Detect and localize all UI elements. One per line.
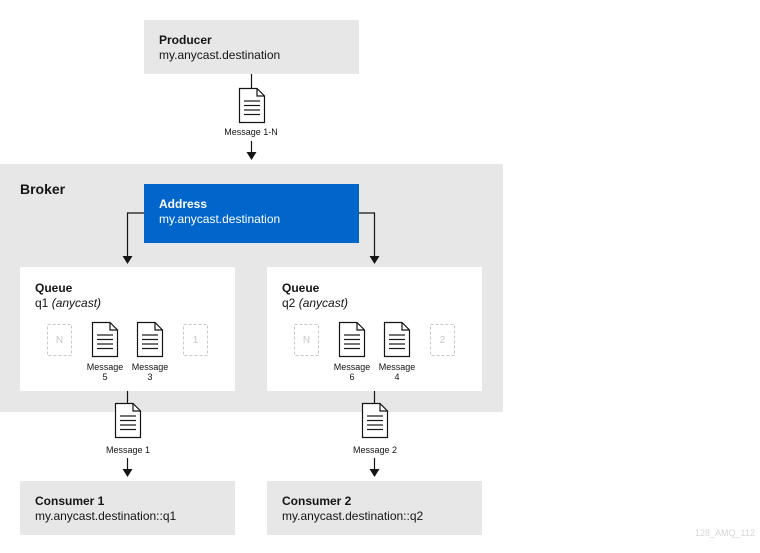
queue2-name-line: q2 (anycast)	[282, 296, 348, 310]
queue1-message-5-icon	[91, 321, 119, 358]
consumer2-arrowhead	[369, 469, 380, 477]
queue1-message-5-number: 5	[102, 372, 108, 382]
queue1-name-line: q1 (anycast)	[35, 296, 101, 310]
address-to-queue2-arrowhead	[369, 256, 380, 264]
queue2-placeholder-n	[294, 324, 319, 356]
producer-address: my.anycast.destination	[159, 48, 281, 62]
address-to-queue1-arrowhead	[122, 256, 133, 264]
queue1-message-3-icon	[136, 321, 164, 358]
queue2-message-4-word: Message	[378, 362, 416, 372]
queue1-title: Queue	[35, 281, 73, 295]
address-to-queue2-line	[359, 212, 376, 256]
consumer2-box: Consumer 2 my.anycast.destination::q2	[267, 481, 482, 535]
consumer1-message-label: Message 1	[105, 445, 151, 455]
consumer2-address: my.anycast.destination::q2	[282, 509, 424, 523]
queue1-message-3-word: Message	[131, 362, 169, 372]
queue2-message-4-number: 4	[394, 372, 400, 382]
queue2-name: q2	[282, 296, 296, 310]
queue2-message-4-icon	[383, 321, 411, 358]
queue2-title: Queue	[282, 281, 320, 295]
queue2-placeholder-2-text: 2	[440, 335, 446, 346]
queue2-message-4-label: Message 4	[375, 362, 419, 382]
figure-watermark: 128_AMQ_112	[695, 528, 755, 538]
queue1-placeholder-n-text: N	[56, 335, 63, 346]
queue1-box: Queue q1 (anycast) Message 5 Message 3	[20, 267, 235, 391]
queue1-placeholder-1	[183, 324, 208, 356]
queue2-placeholder-n-text: N	[303, 335, 310, 346]
queue2-message-6-label: Message 6	[330, 362, 374, 382]
consumer2-message-label: Message 2	[352, 445, 398, 455]
consumer1-title: Consumer 1	[35, 494, 105, 508]
queue1-message-5-label: Message 5	[83, 362, 127, 382]
consumer1-box: Consumer 1 my.anycast.destination::q1	[20, 481, 235, 535]
queue1-placeholder-n	[47, 324, 72, 356]
consumer1-address: my.anycast.destination::q1	[35, 509, 177, 523]
broker-label: Broker	[20, 181, 66, 197]
queue1-placeholder-1-text: 1	[193, 335, 199, 346]
address-box: Address my.anycast.destination	[144, 184, 359, 243]
queue1-routing-type: (anycast)	[51, 296, 102, 310]
queue2-placeholder-2	[430, 324, 455, 356]
producer-box: Producer my.anycast.destination	[144, 20, 359, 74]
queue2-message-6-number: 6	[349, 372, 355, 382]
queue1-message-5-word: Message	[86, 362, 124, 372]
queue2-message-6-word: Message	[333, 362, 371, 372]
queue1-message-3-label: Message 3	[128, 362, 172, 382]
producer-message-icon	[238, 87, 266, 124]
queue1-name: q1	[35, 296, 49, 310]
consumer1-arrowhead	[122, 469, 133, 477]
consumer1-message-icon	[114, 402, 142, 439]
producer-arrowhead	[246, 152, 257, 160]
queue2-routing-type: (anycast)	[298, 296, 349, 310]
queue1-message-3-number: 3	[147, 372, 153, 382]
producer-title: Producer	[159, 33, 212, 47]
queue2-box: Queue q2 (anycast) Message 6 Message 4	[267, 267, 482, 391]
address-title: Address	[159, 197, 208, 211]
address-to-queue1-line	[126, 212, 144, 256]
consumer2-message-icon	[361, 402, 389, 439]
consumer2-title: Consumer 2	[282, 494, 352, 508]
address-value: my.anycast.destination	[159, 212, 281, 226]
queue2-message-6-icon	[338, 321, 366, 358]
producer-message-label: Message 1-N	[224, 127, 278, 137]
